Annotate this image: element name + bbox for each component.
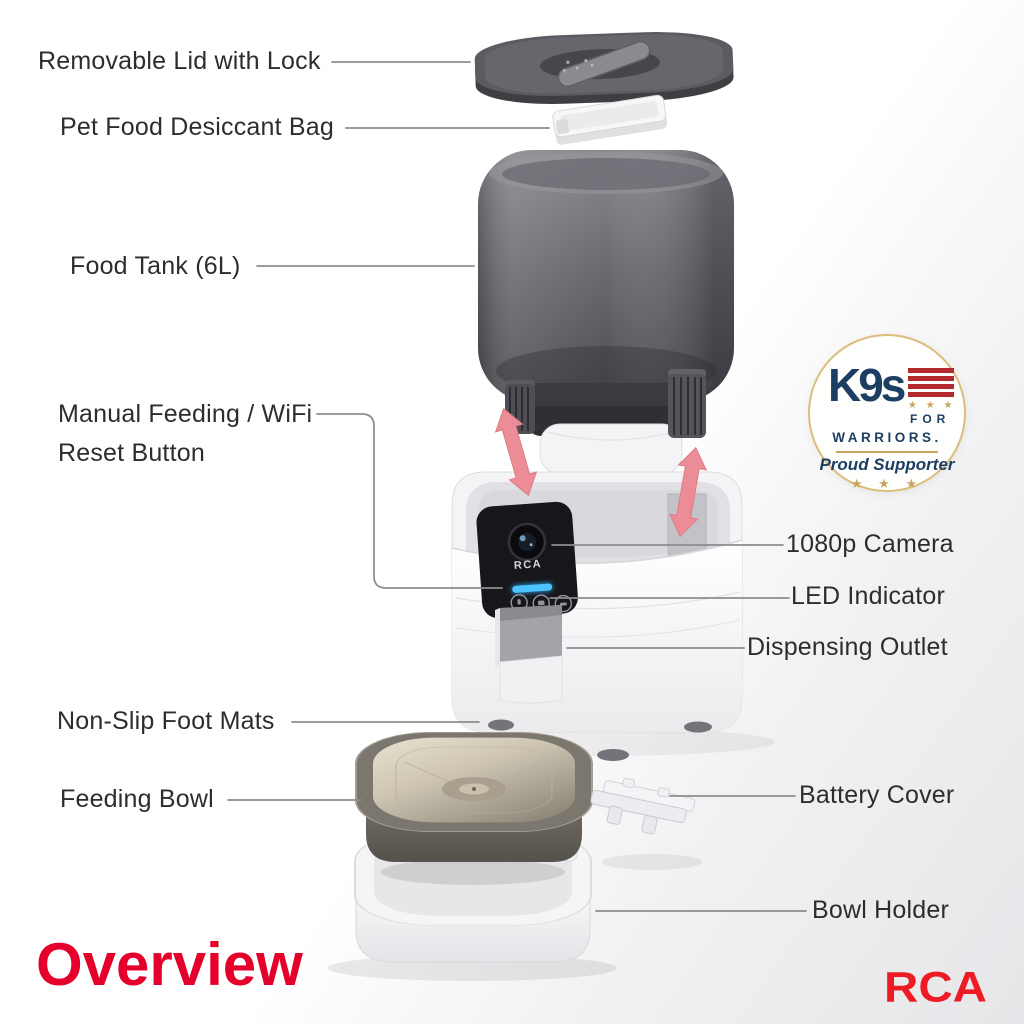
label-feeding-bowl: Feeding Bowl — [60, 785, 214, 813]
label-foot-mats: Non-Slip Foot Mats — [57, 707, 275, 735]
label-removable-lid: Removable Lid with Lock — [38, 47, 321, 75]
badge-tagline: Proud Supporter — [819, 455, 955, 474]
rca-brand-logo: RCA — [884, 964, 987, 1012]
lid-speckles — [562, 59, 594, 72]
label-bowl-holder: Bowl Holder — [812, 896, 949, 924]
label-camera: 1080p Camera — [786, 530, 954, 558]
label-manual-feeding-line2: Reset Button — [58, 439, 205, 467]
k9s-for-warriors-badge: K9s ★ ★ ★ FOR WARRIORS. Proud Supporter … — [808, 334, 966, 492]
label-battery-cover: Battery Cover — [799, 781, 955, 809]
camera-panel — [476, 501, 578, 619]
rotor-housing — [539, 423, 683, 475]
label-desiccant-bag: Pet Food Desiccant Bag — [60, 113, 334, 141]
tank-brush-right — [668, 369, 706, 438]
removable-lid — [474, 32, 734, 104]
k9s-logo-text: K9s — [828, 359, 906, 411]
label-led-indicator: LED Indicator — [791, 582, 946, 610]
label-dispensing-outlet: Dispensing Outlet — [747, 633, 948, 661]
feed-button-icon — [554, 594, 573, 613]
badge-warriors-text: WARRIORS. — [832, 430, 942, 445]
dispensing-outlet — [495, 605, 563, 704]
leader-lines — [227, 61, 807, 912]
desiccant-bag — [552, 94, 668, 145]
flag-stripes-icon — [908, 368, 954, 400]
label-manual-feeding: Manual Feeding / WiFi Reset Button — [58, 395, 312, 473]
page-title: Overview — [36, 931, 303, 998]
battery-cover — [590, 777, 696, 835]
badge-for-text: FOR — [910, 412, 951, 426]
label-manual-feeding-line1: Manual Feeding / WiFi — [58, 400, 313, 428]
badge-divider — [836, 451, 938, 453]
food-tank — [478, 150, 734, 475]
assembly-arrows-icon — [494, 407, 707, 538]
foot-mats — [488, 719, 712, 761]
lid-lock-handle — [557, 40, 651, 88]
badge-mini-stars-icon: ★ ★ ★ — [908, 400, 956, 411]
feeding-bowl — [355, 732, 593, 862]
badge-stars-icon: ★ ★ ★ — [850, 476, 924, 491]
label-food-tank: Food Tank (6L) — [70, 252, 241, 280]
